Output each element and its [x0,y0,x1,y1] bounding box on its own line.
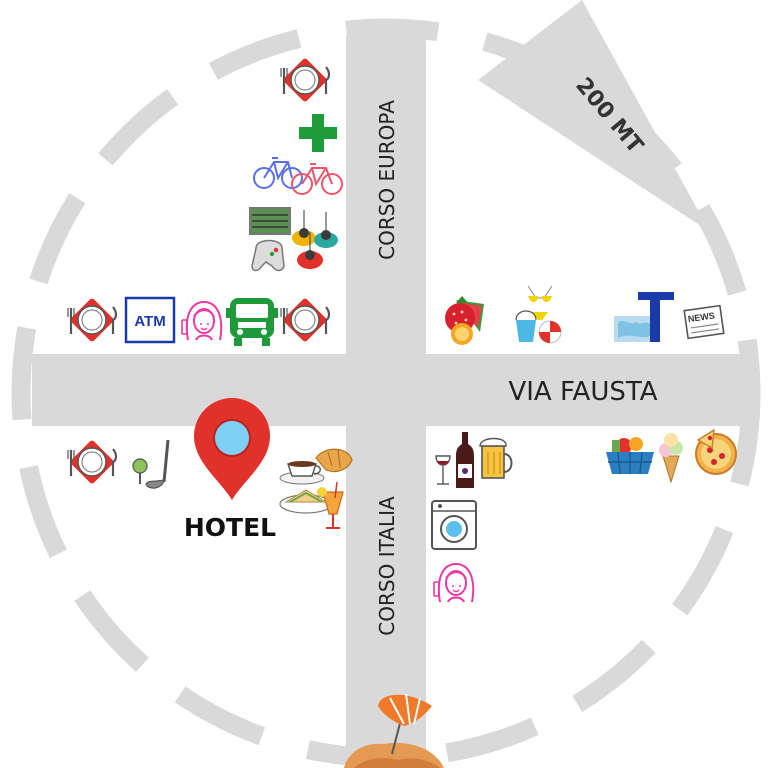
road-via-fausta [32,354,744,426]
pizza-icon [695,428,737,475]
bus-icon [226,298,278,346]
restaurant-icon [66,438,118,486]
svg-text:NEWS: NEWS [687,310,715,324]
street-label-corso-italia: CORSO ITALIA [375,496,399,636]
tourist-info-icon [614,292,674,342]
fruit-icon [445,296,484,345]
grocery-basket-icon [606,437,654,475]
wine-icon [435,432,474,488]
laundry-icon [431,500,477,550]
cocktail-icon [317,481,344,529]
beer-icon [479,437,513,479]
pharmacy-cross-icon [299,114,337,152]
breakfast-icon [279,448,353,514]
golf-icon [132,439,170,489]
street-label-via-fausta: VIA FAUSTA [508,377,657,407]
hairdresser-icon [181,301,223,341]
restaurant-icon [66,296,118,344]
street-label-corso-europa: CORSO EUROPA [375,100,399,260]
atm-icon: ATM [124,296,176,344]
beach-toys-icon [515,285,562,344]
scale-triangle [478,0,710,232]
restaurant-icon [279,56,331,104]
beach-umbrella-icon [344,693,444,768]
newspaper-icon: NEWS [683,304,725,340]
atm-label: ATM [134,313,165,330]
hotel-pin-icon[interactable] [194,398,270,500]
arcade-games-icon [249,207,338,272]
hairdresser-icon [433,563,475,603]
hotel-label: HOTEL [184,513,276,542]
restaurant-icon [279,296,331,344]
ice-cream-icon [659,433,683,484]
bicycles-icon [253,157,343,195]
